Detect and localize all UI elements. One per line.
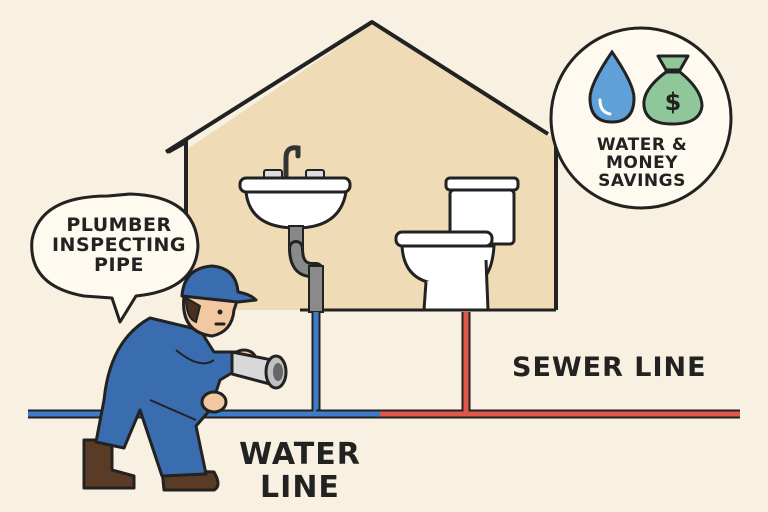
savings-line-2: MONEY [605, 152, 679, 173]
speech-bubble-text: PLUMBER INSPECTING PIPE [44, 214, 194, 276]
toilet [394, 176, 520, 312]
savings-text: WATER & MONEY SAVINGS [578, 135, 706, 191]
svg-text:$: $ [665, 88, 682, 116]
savings-line-1: WATER & [596, 135, 688, 155]
house [164, 20, 558, 312]
water-line-label: WATER LINE [225, 438, 375, 504]
water-label-line-1: WATER [239, 437, 361, 472]
water-drop-icon [588, 49, 636, 124]
plumber [82, 264, 288, 492]
money-bag-icon: $ [642, 54, 704, 126]
savings-line-3: SAVINGS [598, 170, 686, 191]
savings-badge: $ [549, 26, 733, 210]
speech-bubble [30, 192, 200, 324]
sewer-line-label: SEWER LINE [512, 352, 707, 383]
bubble-line-3: PIPE [94, 253, 144, 276]
sewer-line-pipe [380, 312, 740, 419]
sink [238, 145, 352, 313]
bubble-line-2: INSPECTING [51, 233, 187, 256]
water-label-line-2: LINE [260, 470, 340, 505]
bubble-line-1: PLUMBER [66, 214, 172, 236]
flashlight-icon [230, 350, 288, 390]
